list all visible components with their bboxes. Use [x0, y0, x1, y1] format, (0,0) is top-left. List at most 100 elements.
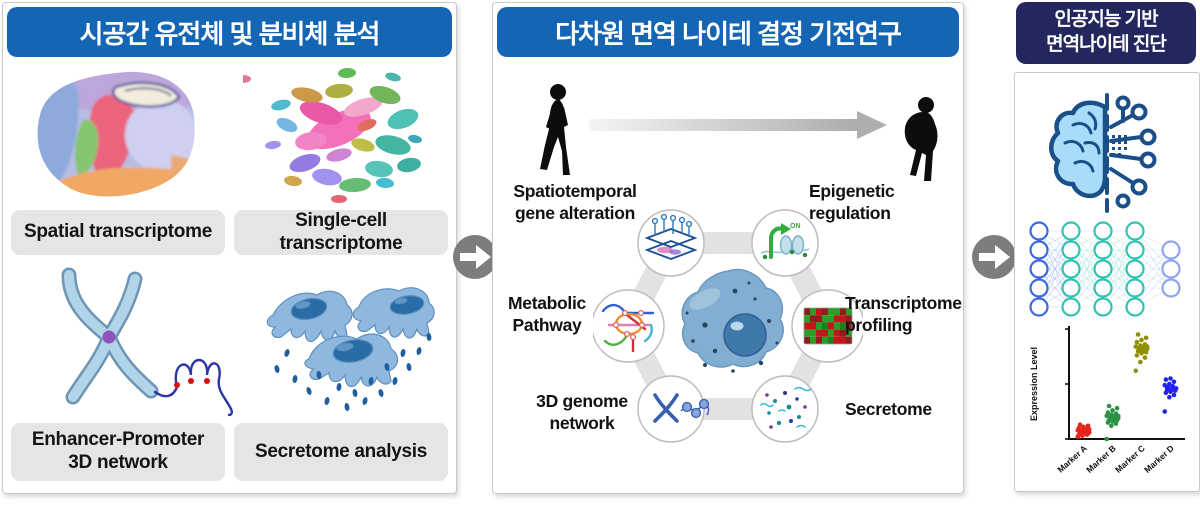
- nn-node: [1095, 242, 1112, 259]
- data-point: [1139, 338, 1144, 343]
- data-point: [1167, 395, 1172, 400]
- expression-dot-plot: Expression LevelMarker AMarker BMarker C…: [1023, 321, 1191, 485]
- data-point: [1162, 409, 1167, 414]
- panel-genomics: 시공간 유전체 및 분비체 분석: [2, 2, 457, 494]
- label-3d-genome-network: 3D genome network: [521, 391, 643, 435]
- data-point: [1143, 355, 1148, 360]
- data-point: [1133, 369, 1138, 374]
- tsne-clusters-icon: [243, 61, 443, 207]
- panel-genomics-title: 시공간 유전체 및 분비체 분석: [7, 7, 452, 57]
- nn-node: [1163, 280, 1180, 297]
- genome-3d-node: [638, 376, 709, 442]
- secretome-node: [752, 376, 818, 442]
- secretome-analysis-label: Secretome analysis: [234, 423, 448, 481]
- chromosome-image: [17, 263, 237, 419]
- data-point: [1078, 422, 1083, 427]
- nn-node: [1127, 242, 1144, 259]
- nn-node: [1127, 223, 1144, 240]
- brain-section-image: [21, 65, 221, 207]
- data-point: [1168, 376, 1173, 381]
- data-point: [1138, 360, 1143, 365]
- ai-brain-image: [1049, 91, 1165, 215]
- old-person-silhouette: [895, 89, 941, 187]
- data-point: [1136, 332, 1141, 337]
- data-point: [1140, 349, 1145, 354]
- label-transcriptome-profiling: Transcriptome profiling: [845, 293, 963, 337]
- nn-node: [1031, 261, 1048, 278]
- secreting-cells-icon: [243, 267, 449, 417]
- ai-brain-icon: [1049, 91, 1165, 215]
- nn-node: [1063, 223, 1080, 240]
- nn-node: [1031, 223, 1048, 240]
- nn-node: [1095, 223, 1112, 240]
- nn-node: [1063, 280, 1080, 297]
- nn-node: [1095, 299, 1112, 316]
- x-tick-label: Marker A: [1055, 443, 1089, 475]
- secretome-cells-image: [243, 267, 449, 417]
- neural-network-image: [1021, 219, 1193, 319]
- nn-node: [1031, 299, 1048, 316]
- data-point: [1135, 353, 1140, 358]
- data-point: [1135, 340, 1140, 345]
- enhancer-promoter-label: Enhancer-Promoter 3D network: [11, 423, 225, 481]
- data-point: [1087, 427, 1092, 432]
- neural-network-icon: [1021, 219, 1193, 319]
- data-point: [1165, 385, 1170, 390]
- nn-node: [1095, 280, 1112, 297]
- nn-node: [1095, 261, 1112, 278]
- immune-cell-icon: [682, 270, 783, 373]
- x-tick-label: Marker B: [1084, 443, 1118, 475]
- panel-diagnosis-title: 인공지능 기반 면역나이테 진단: [1016, 2, 1196, 64]
- epigenetic-on-text: ON: [790, 223, 801, 230]
- data-point: [1110, 408, 1115, 413]
- nn-node: [1063, 299, 1080, 316]
- data-point: [1107, 404, 1112, 409]
- brain-section-icon: [21, 65, 221, 207]
- nn-node: [1063, 261, 1080, 278]
- spatial-transcriptome-label: Spatial transcriptome: [11, 210, 225, 255]
- nn-node: [1163, 261, 1180, 278]
- panel-mechanism: 다차원 면역 나이테 결정 기전연구: [492, 2, 964, 494]
- x-tick-label: Marker D: [1142, 443, 1176, 475]
- nn-node: [1163, 242, 1180, 259]
- nn-node: [1127, 261, 1144, 278]
- data-point: [1138, 343, 1143, 348]
- y-axis-label: Expression Level: [1029, 347, 1039, 421]
- nn-node: [1127, 280, 1144, 297]
- nn-node: [1031, 280, 1048, 297]
- data-point: [1144, 336, 1149, 341]
- data-point: [1111, 416, 1116, 421]
- young-person-silhouette: [537, 83, 579, 183]
- aging-gradient-arrow-icon: [589, 109, 889, 141]
- x-tick-label: Marker C: [1113, 443, 1147, 475]
- data-point: [1172, 393, 1177, 398]
- data-point: [1106, 410, 1111, 415]
- right-arrow-icon: [971, 234, 1017, 280]
- label-metabolic-pathway: Metabolic Pathway: [499, 293, 595, 337]
- data-point: [1172, 380, 1177, 385]
- panel-diagnosis: Expression LevelMarker AMarker BMarker C…: [1014, 72, 1200, 492]
- data-point: [1082, 430, 1087, 435]
- nn-node: [1031, 242, 1048, 259]
- aging-arrow: [589, 109, 889, 141]
- label-epigenetic-regulation: Epigenetic regulation: [809, 181, 939, 225]
- data-point: [1173, 388, 1178, 393]
- marker-dot-plot: Expression LevelMarker AMarker BMarker C…: [1023, 321, 1191, 485]
- data-point: [1109, 424, 1114, 429]
- nn-node: [1063, 242, 1080, 259]
- young-person-icon: [537, 83, 579, 183]
- nn-node: [1127, 299, 1144, 316]
- single-cell-transcriptome-label: Single-cell transcriptome: [234, 210, 448, 255]
- label-secretome: Secretome: [845, 399, 955, 421]
- label-spatiotemporal-gene-alteration: Spatiotemporal gene alteration: [499, 181, 651, 225]
- data-point: [1104, 437, 1109, 442]
- data-point: [1115, 406, 1120, 411]
- metabolic-pathway-node: [593, 290, 664, 362]
- old-person-icon: [895, 89, 941, 187]
- data-point: [1145, 344, 1150, 349]
- chromosome-dna-icon: [17, 263, 237, 419]
- panel-mechanism-title: 다차원 면역 나이테 결정 기전연구: [497, 7, 959, 57]
- data-point: [1164, 377, 1169, 382]
- data-point: [1133, 344, 1138, 349]
